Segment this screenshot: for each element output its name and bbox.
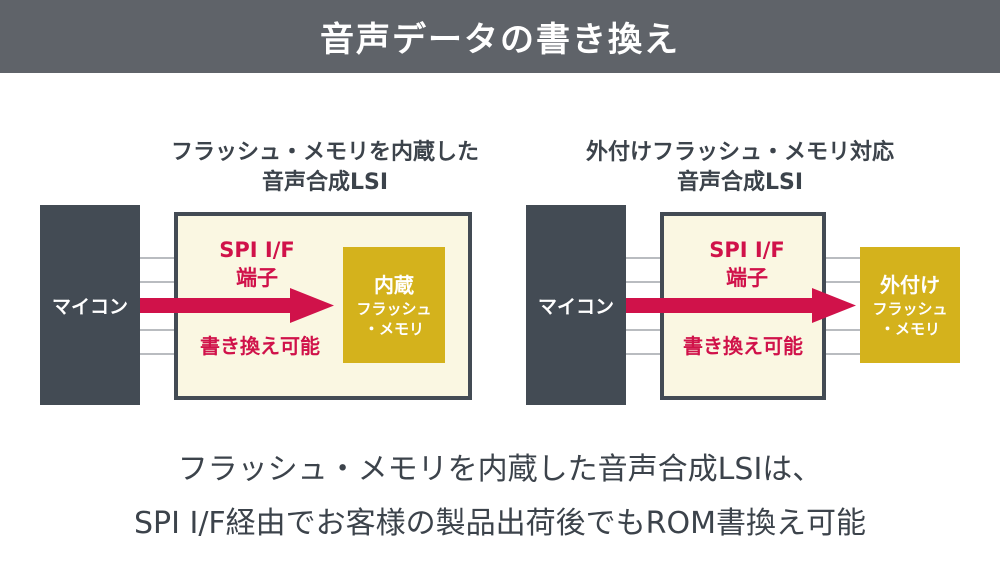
left-bus-line [140,257,178,259]
right-data-arrow [626,288,856,323]
right-spi-line2: 端子 [726,266,768,290]
right-flash-bus-line [826,353,860,355]
left-microcontroller: マイコン [40,205,140,405]
left-title-line1: フラッシュ・メモリを内蔵した [170,140,479,165]
left-internal-flash: 内蔵 フラッシュ ・メモリ [343,247,445,363]
left-diagram-title: フラッシュ・メモリを内蔵した 音声合成LSI [130,138,520,198]
left-flash-line1: 内蔵 [374,273,414,297]
caption-line1: フラッシュ・メモリを内蔵した音声合成LSIは、 [177,452,823,487]
arrow-shaft [140,298,292,313]
left-spi-line1: SPI I/F [219,238,295,262]
left-spi-label: SPI I/F 端子 [192,236,322,292]
left-flash-line2: フラッシュ [356,300,432,318]
right-external-flash: 外付け フラッシュ ・メモリ [860,247,960,363]
left-data-arrow [140,288,334,323]
right-microcontroller: マイコン [526,205,626,405]
right-flash-line2: フラッシュ [872,300,948,318]
left-flash-line3: ・メモリ [363,320,424,338]
header-bar: 音声データの書き換え [0,0,1000,73]
right-bus-line [626,281,664,283]
right-rewrite-label: 書き換え可能 [683,334,803,358]
right-title-line2: 音声合成LSI [676,170,804,195]
right-spi-line1: SPI I/F [709,238,785,262]
right-flash-line1: 外付け [880,273,940,297]
left-title-line2: 音声合成LSI [261,170,389,195]
left-bus-line [140,353,178,355]
left-mcu-label: マイコン [51,295,128,318]
caption-line2: SPI I/F経由でお客様の製品出荷後でもROM書換え可能 [133,506,867,541]
arrow-shaft [626,298,814,313]
page-title: 音声データの書き換え [320,20,680,60]
right-flash-bus-line [826,281,860,283]
right-bus-line [626,257,664,259]
left-rewrite-label: 書き換え可能 [200,334,320,358]
right-mcu-label: マイコン [537,295,614,318]
right-diagram-title: 外付けフラッシュ・メモリ対応 音声合成LSI [535,138,945,198]
right-flash-line3: ・メモリ [879,320,940,338]
right-bus-line [626,329,664,331]
right-spi-label: SPI I/F 端子 [677,236,817,292]
right-flash-bus-line [826,257,860,259]
arrow-head [812,288,856,323]
arrow-head [290,288,334,323]
right-flash-bus-line [826,329,860,331]
right-title-line1: 外付けフラッシュ・メモリ対応 [585,140,894,165]
left-bus-line [140,281,178,283]
right-bus-line [626,353,664,355]
left-bus-line [140,329,178,331]
left-spi-line2: 端子 [236,266,278,290]
